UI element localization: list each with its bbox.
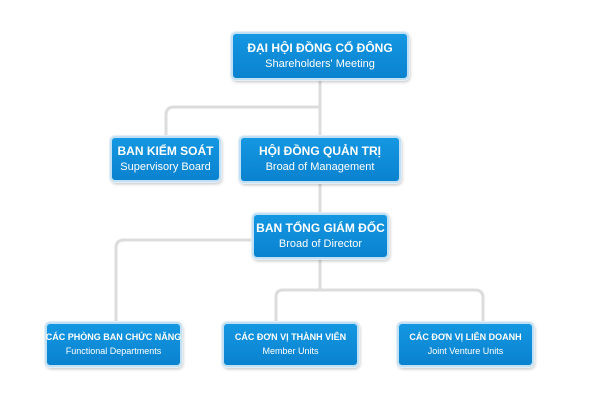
joint-venture-units-box: CÁC ĐƠN VỊ LIÊN DOANH Joint Venture Unit…	[397, 322, 534, 367]
joint-venture-units-subtitle: Joint Venture Units	[427, 346, 504, 356]
connector-to-joint-venture	[318, 288, 485, 324]
member-units-box: CÁC ĐƠN VỊ THÀNH VIÊN Member Units	[222, 322, 359, 367]
connector-to-departments	[114, 238, 254, 324]
shareholders-meeting-title: ĐẠI HỘI ĐỒNG CỔ ĐÔNG	[247, 40, 393, 55]
supervisory-board-box: BAN KIỂM SOÁT Supervisory Board	[110, 136, 221, 182]
functional-departments-box: CÁC PHÒNG BAN CHỨC NĂNG Functional Depar…	[45, 322, 182, 367]
management-board-subtitle: Broad of Management	[265, 161, 375, 174]
supervisory-board-title: BAN KIỂM SOÁT	[117, 143, 214, 158]
director-board-title: BAN TỔNG GIÁM ĐỐC	[256, 220, 385, 235]
shareholders-meeting-box: ĐẠI HỘI ĐỒNG CỔ ĐÔNG Shareholders' Meeti…	[231, 32, 409, 80]
management-board-title: HỘI ĐỒNG QUẢN TRỊ	[259, 144, 381, 159]
director-board-box: BAN TỔNG GIÁM ĐỐC Broad of Director	[252, 213, 389, 259]
functional-departments-title: CÁC PHÒNG BAN CHỨC NĂNG	[45, 331, 182, 342]
supervisory-board-subtitle: Supervisory Board	[120, 160, 211, 173]
joint-venture-units-title: CÁC ĐƠN VỊ LIÊN DOANH	[409, 331, 522, 342]
functional-departments-subtitle: Functional Departments	[65, 346, 162, 356]
member-units-title: CÁC ĐƠN VỊ THÀNH VIÊN	[234, 331, 347, 342]
management-board-box: HỘI ĐỒNG QUẢN TRỊ Broad of Management	[239, 136, 401, 183]
director-board-subtitle: Broad of Director	[278, 237, 363, 250]
connector-to-supervisory	[164, 105, 322, 138]
member-units-subtitle: Member Units	[262, 346, 319, 356]
connector-to-member-units	[274, 288, 322, 324]
shareholders-meeting-subtitle: Shareholders' Meeting	[265, 57, 375, 70]
